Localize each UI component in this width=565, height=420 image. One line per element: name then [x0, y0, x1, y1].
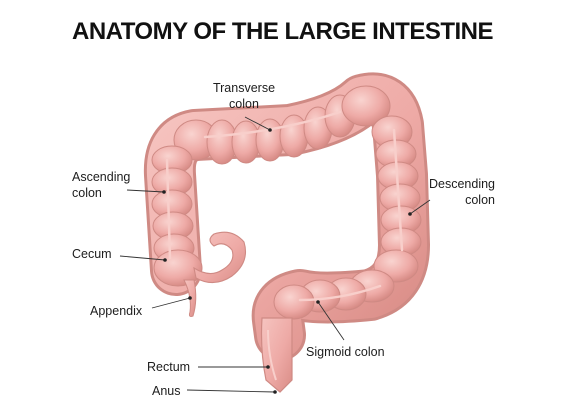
haustra	[151, 85, 422, 320]
leader-sigmoid	[317, 301, 345, 341]
label-transverse-line1: Transverse	[213, 81, 275, 95]
label-transverse-line2: colon	[229, 97, 259, 111]
leader-descending	[409, 199, 431, 215]
leader-dot-cecum	[163, 258, 167, 262]
ileum-shape	[193, 231, 247, 284]
leader-dot-ascending	[162, 190, 166, 194]
labels: Transverse colon Ascending colon Descend…	[72, 81, 495, 398]
label-ascending-line1: Ascending	[72, 170, 130, 184]
leader-dot-rectum	[266, 365, 270, 369]
label-cecum: Cecum	[72, 247, 112, 261]
leader-anus	[186, 389, 276, 393]
leader-dot-sigmoid	[316, 300, 320, 304]
leader-transverse	[244, 116, 271, 131]
leader-ascending	[126, 189, 165, 193]
rectum-shape	[260, 317, 293, 393]
leader-dot-anus	[273, 390, 277, 394]
diagram-title: ANATOMY OF THE LARGE INTESTINE	[71, 18, 494, 45]
taenia-stripes	[165, 110, 404, 302]
label-sigmoid: Sigmoid colon	[306, 345, 385, 359]
label-ascending-line2: colon	[72, 186, 102, 200]
leader-lines	[119, 116, 431, 394]
leader-dot-descending	[408, 212, 412, 216]
leader-dot-transverse	[268, 128, 272, 132]
label-descending-line1: Descending	[429, 177, 495, 191]
leader-appendix	[151, 297, 191, 309]
label-anus: Anus	[152, 384, 181, 398]
label-descending-line2: colon	[465, 193, 495, 207]
label-rectum: Rectum	[147, 360, 190, 374]
leader-cecum	[119, 255, 166, 261]
leader-dot-appendix	[188, 296, 192, 300]
label-appendix: Appendix	[90, 304, 143, 318]
